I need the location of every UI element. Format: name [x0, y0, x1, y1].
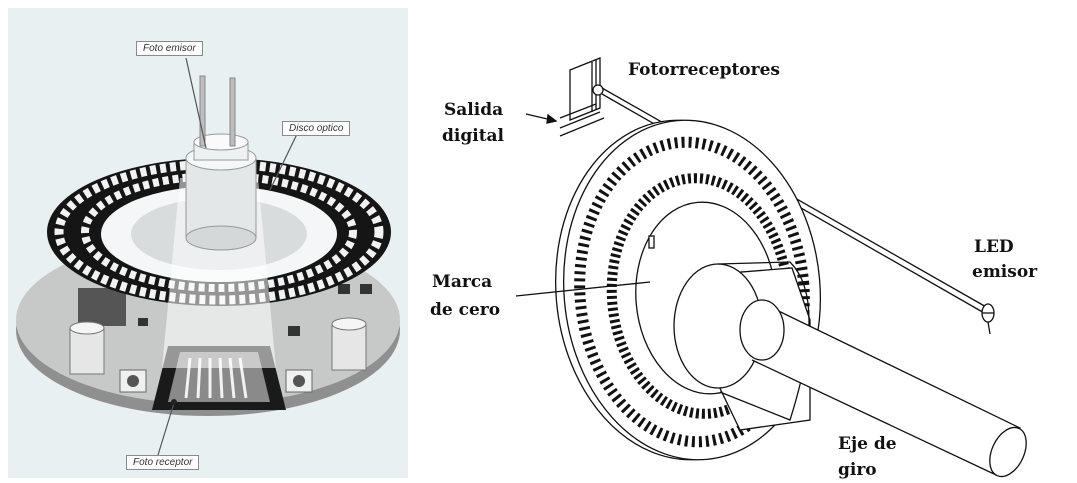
chip-left: [78, 288, 126, 326]
callout-optical-disc: Disco optico: [282, 121, 350, 136]
label-fotorreceptores: Fotorreceptores: [628, 58, 780, 82]
encoder-photo-illustration: Foto emisor Disco optico Foto receptor: [8, 8, 408, 478]
label-marca-de-cero-line1: Marca: [432, 270, 492, 294]
label-led-emisor-line2: emisor: [972, 260, 1037, 284]
label-salida-digital-line2: digital: [442, 124, 504, 148]
label-salida-digital-line1: Salida: [444, 98, 503, 122]
capacitor-left: [70, 322, 104, 374]
callout-photo-emitter: Foto emisor: [136, 41, 203, 56]
label-led-emisor-line1: LED: [974, 235, 1014, 259]
encoder-photo-drawing: [8, 8, 408, 478]
photo-emitter: [186, 76, 256, 250]
callout-photo-receiver: Foto receptor: [126, 455, 199, 470]
label-eje-de-giro-line1: Eje de: [838, 432, 897, 456]
led-emitter: [982, 304, 994, 334]
photoreceptor-board: [560, 58, 604, 136]
encoder-schematic: Salida digital Fotorreceptores LED emiso…: [420, 0, 1077, 483]
capacitor-right: [332, 318, 366, 370]
label-marca-de-cero-line2: de cero: [430, 298, 500, 322]
label-eje-de-giro-line2: giro: [838, 458, 877, 482]
